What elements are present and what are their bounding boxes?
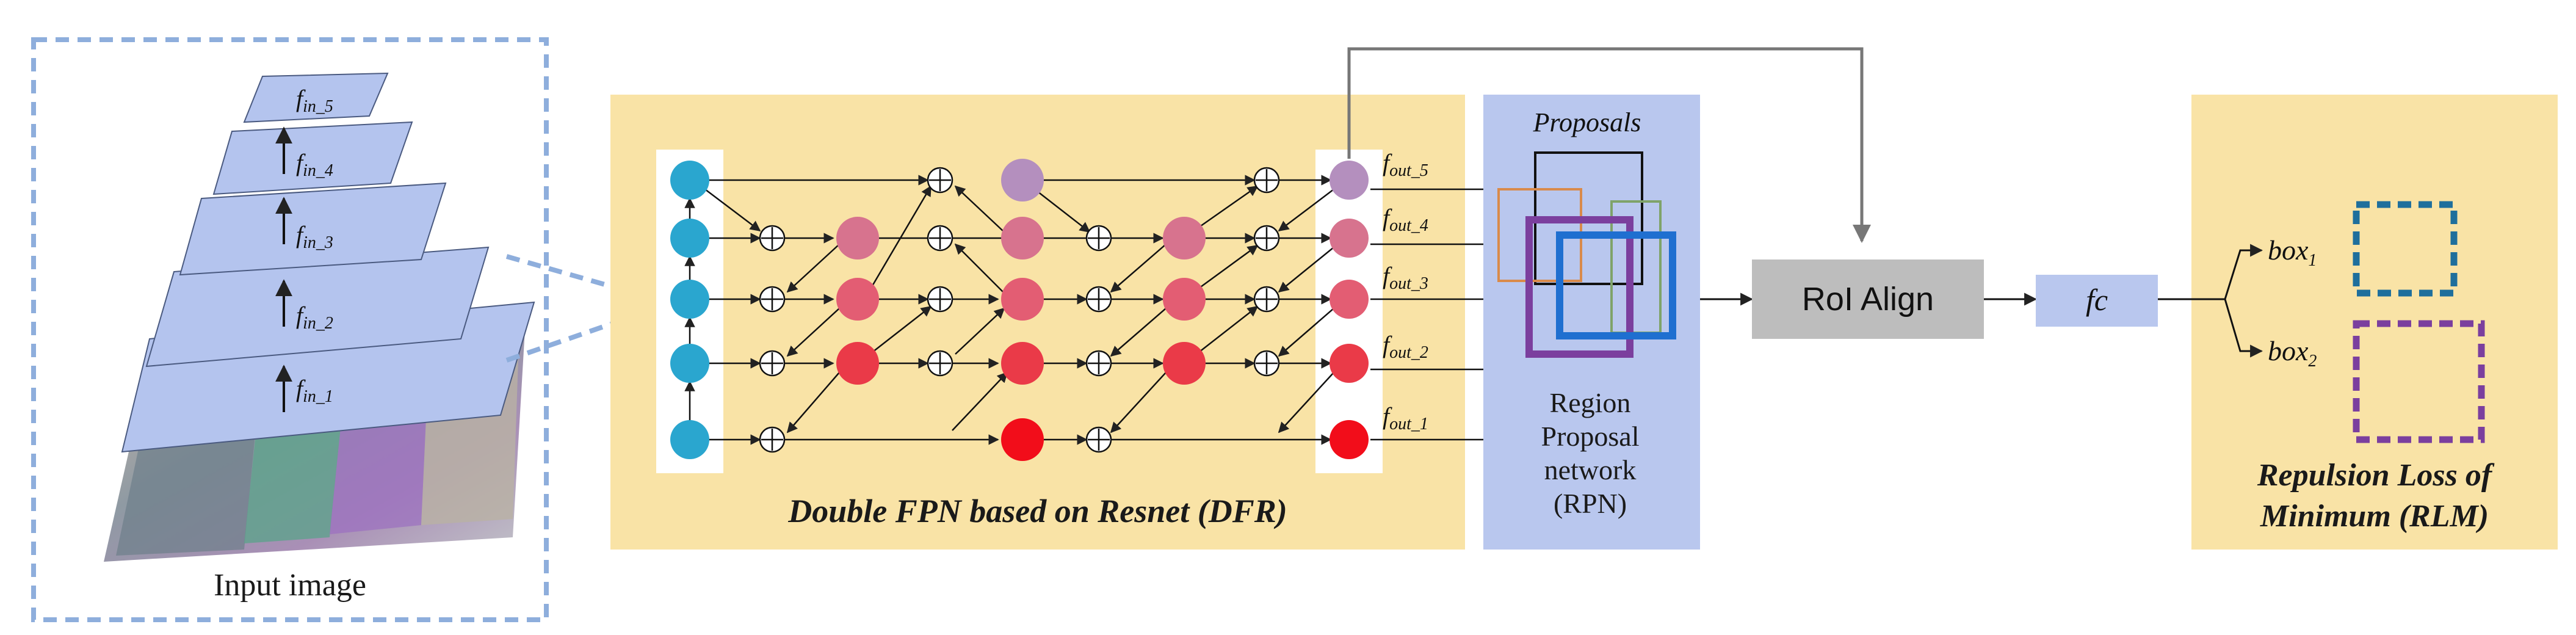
output-label-3: fout_3	[1383, 262, 1428, 293]
box1-label: box1	[2268, 234, 2317, 270]
sum-node	[759, 286, 786, 313]
output-node	[1330, 280, 1369, 319]
output-label-1: fout_1	[1383, 402, 1428, 434]
sum-node	[1085, 426, 1112, 453]
input-node	[670, 420, 709, 459]
roi-align-label: RoI Align	[1802, 281, 1934, 318]
feature-node	[1001, 278, 1044, 321]
input-node	[670, 219, 709, 258]
pyramid-layer-3	[179, 182, 447, 276]
sum-node	[927, 286, 953, 313]
input-photo	[104, 330, 525, 562]
sum-node	[759, 350, 786, 377]
input-node	[670, 161, 709, 200]
box2-dashed	[2353, 320, 2485, 443]
fc-label: fc	[2086, 283, 2108, 317]
output-label-4: fout_4	[1383, 204, 1428, 235]
input-image-caption: Input image	[214, 568, 366, 603]
sum-node	[927, 167, 953, 194]
input-panel-border	[31, 37, 549, 622]
level-label-in-4: fin_4	[296, 149, 333, 180]
rpn-label-line-3: network	[1544, 454, 1637, 485]
sum-node	[759, 225, 786, 252]
output-node	[1330, 219, 1369, 258]
sum-node	[927, 225, 953, 252]
feature-node	[1001, 342, 1044, 385]
feature-node	[1001, 159, 1044, 201]
rlm-title-line-2: Minimum (RLM)	[2260, 499, 2489, 534]
dfr-title: Double FPN based on Resnet (DFR)	[787, 493, 1287, 529]
rpn-label-line-1: Region	[1550, 387, 1631, 418]
rlm-panel: box1 box2 Repulsion Loss of Minimum (RLM…	[2191, 95, 2558, 550]
feature-node	[836, 217, 879, 259]
box1-dashed	[2353, 201, 2458, 297]
feature-node	[836, 278, 879, 321]
level-label-in-5: fin_5	[296, 85, 333, 116]
input-node	[670, 280, 709, 319]
rlm-title-line-1: Repulsion Loss of	[2257, 458, 2495, 493]
output-node	[1330, 344, 1369, 383]
feature-node	[1001, 217, 1044, 259]
feature-node	[1163, 217, 1206, 259]
roi-align-block: RoI Align	[1752, 259, 1984, 339]
feature-node	[1163, 278, 1206, 321]
sum-node	[1085, 350, 1112, 377]
pyramid-layer-4	[212, 121, 413, 195]
sum-node	[1253, 167, 1280, 194]
input-node	[670, 344, 709, 383]
sum-node	[759, 426, 786, 453]
proposals-header: Proposals	[1533, 107, 1641, 137]
rpn-label-line-2: Proposal	[1541, 421, 1640, 452]
output-node	[1330, 420, 1369, 459]
sum-node	[1253, 286, 1280, 313]
rlm-background	[2191, 95, 2558, 550]
pyramid-layer-5	[243, 72, 389, 123]
rpn-background	[1483, 95, 1700, 550]
rpn-label-line-4: (RPN)	[1554, 488, 1627, 519]
feature-node	[836, 342, 879, 385]
output-node	[1330, 161, 1369, 200]
sum-node	[927, 350, 953, 377]
sum-node	[1253, 225, 1280, 252]
feature-node	[1001, 418, 1044, 461]
rpn-panel: Proposals Region Proposal network (RPN)	[1483, 95, 1700, 550]
sum-node	[1085, 225, 1112, 252]
skip-connection	[1347, 47, 1871, 243]
feature-nodes	[670, 159, 1369, 461]
sum-nodes	[759, 167, 1280, 453]
sum-node	[1085, 286, 1112, 313]
fc-block: fc	[2036, 275, 2158, 327]
sum-node	[1253, 350, 1280, 377]
box2-label: box2	[2268, 335, 2317, 371]
input-panel: fin_1 fin_2 fin_3 fin_4 fin_5 Input imag…	[31, 37, 549, 622]
dfr-panel: fout_5 fout_4 fout_3 fout_2 fout_1 Doubl…	[610, 95, 1500, 550]
feature-node	[1163, 342, 1206, 385]
proposal-boxes	[1497, 151, 1676, 358]
